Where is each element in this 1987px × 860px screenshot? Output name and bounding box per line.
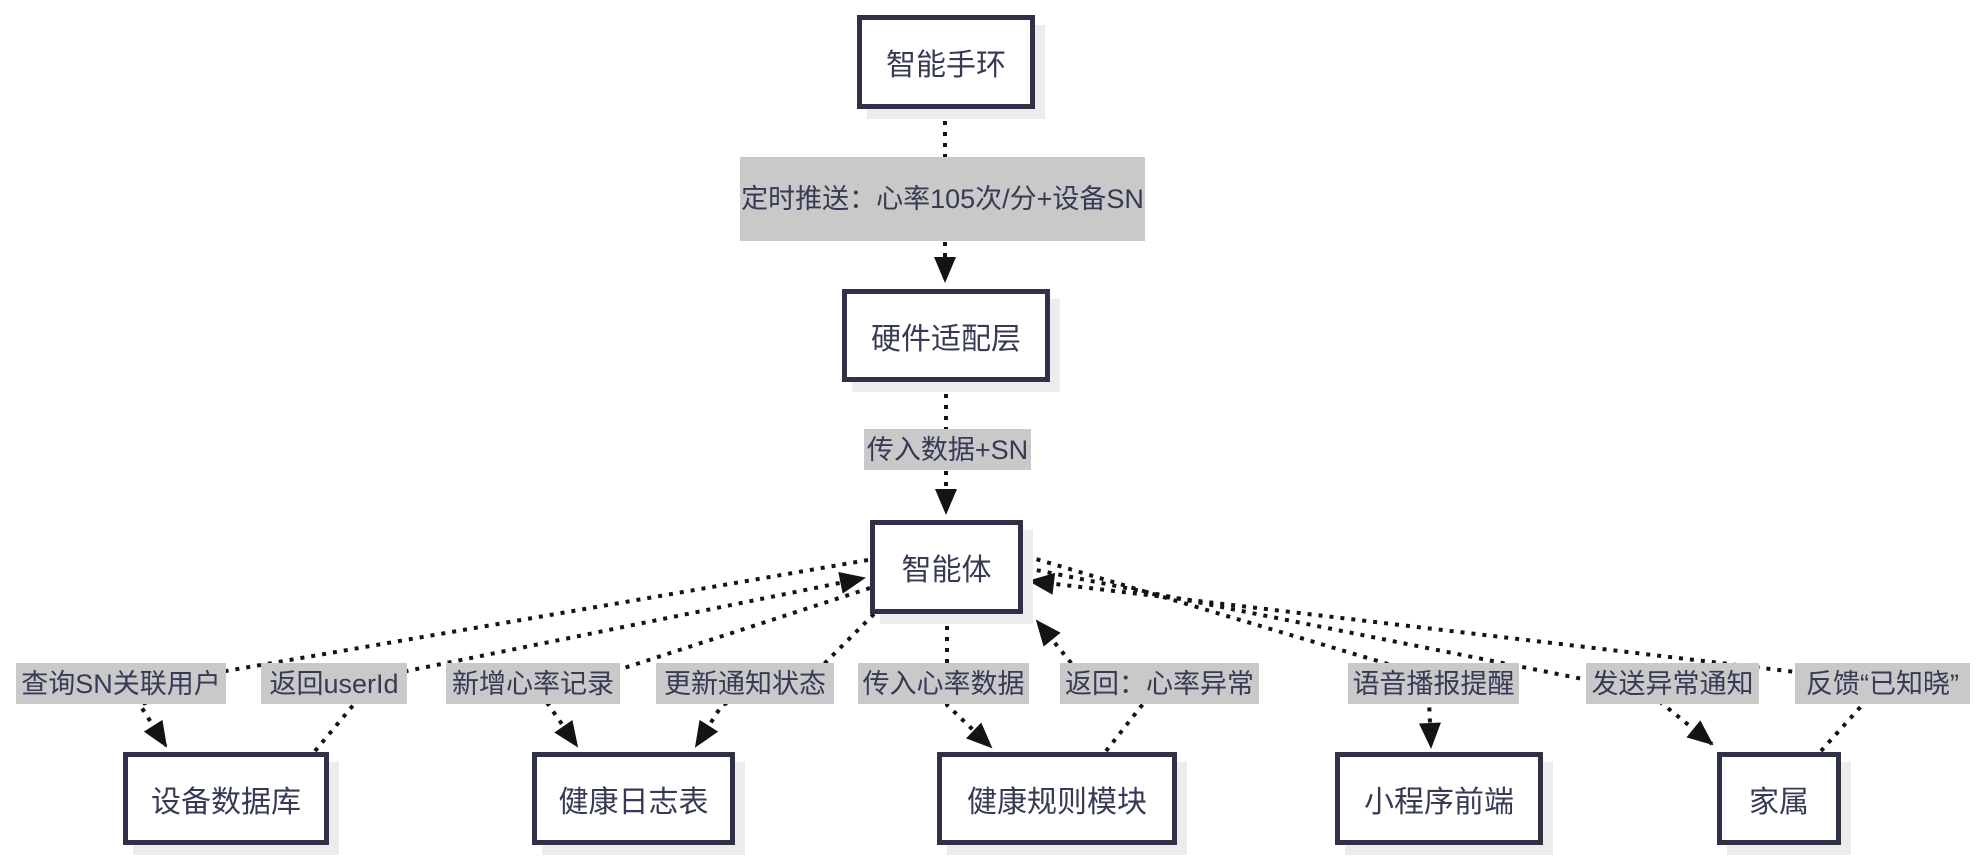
node-smart-bracelet-label: 智能手环	[886, 49, 1006, 82]
node-device-database: 设备数据库	[123, 752, 329, 845]
edge-label-return-hr-abnormal: 返回：心率异常	[1060, 663, 1259, 704]
edge-label-timed-push: 定时推送：心率105次/分+设备SN	[740, 157, 1145, 241]
edge-label-query-sn-user: 查询SN关联用户	[16, 663, 226, 704]
edge-label-return-userid: 返回userId	[261, 663, 407, 704]
node-device-database-label: 设备数据库	[151, 785, 301, 819]
node-miniapp-frontend-label: 小程序前端	[1364, 785, 1514, 819]
node-smart-bracelet: 智能手环	[857, 15, 1035, 109]
edge-label-send-abnormal-notify: 发送异常通知	[1586, 663, 1759, 704]
node-health-log-table-label: 健康日志表	[558, 785, 709, 819]
edge-label-voice-broadcast: 语音播报提醒	[1348, 663, 1519, 704]
node-agent: 智能体	[870, 520, 1023, 614]
node-family: 家属	[1717, 752, 1841, 845]
node-health-rules-module-label: 健康规则模块	[967, 785, 1147, 819]
edge-label-pass-data-sn: 传入数据+SN	[864, 429, 1031, 470]
edge-label-feedback-known: 反馈“已知晓”	[1795, 663, 1970, 704]
edge-agent-to-health-log-add-record	[545, 586, 871, 748]
node-health-rules-module: 健康规则模块	[937, 752, 1177, 845]
node-hardware-adapter-layer-label: 硬件适配层	[871, 322, 1021, 356]
edge-label-update-notify-status: 更新通知状态	[656, 663, 834, 704]
edge-label-input-hr-data: 传入心率数据	[858, 663, 1029, 704]
node-hardware-adapter-layer: 硬件适配层	[842, 289, 1050, 382]
node-agent-label: 智能体	[901, 554, 992, 587]
edge-label-add-hr-record: 新增心率记录	[446, 663, 620, 704]
node-family-label: 家属	[1749, 785, 1809, 819]
edge-agent-to-family-notify	[1025, 566, 1714, 746]
node-health-log-table: 健康日志表	[532, 752, 735, 845]
node-miniapp-frontend: 小程序前端	[1335, 752, 1543, 845]
edge-agent-to-health-rules-input	[945, 615, 993, 749]
edge-agent-to-miniapp-voice	[1025, 554, 1441, 749]
edge-health-rules-to-agent-abnormal	[1035, 619, 1147, 753]
